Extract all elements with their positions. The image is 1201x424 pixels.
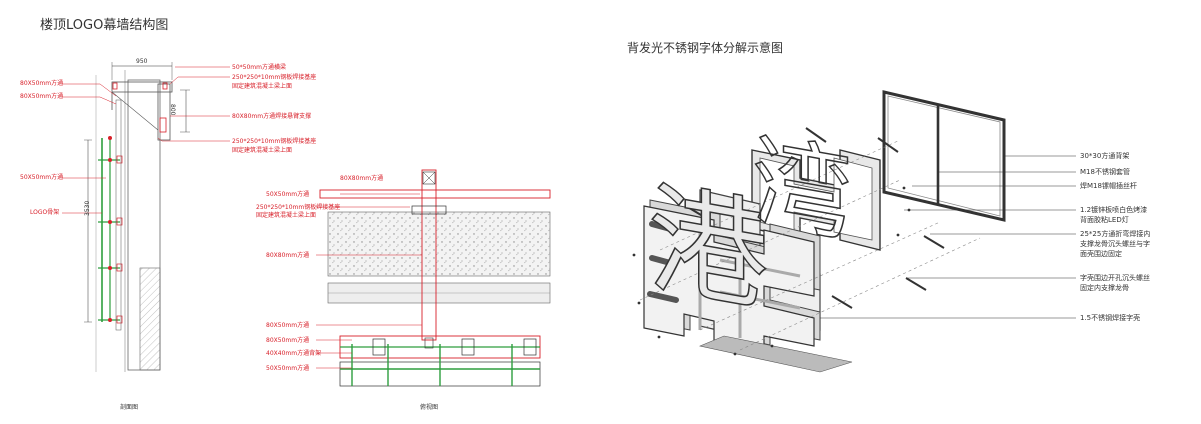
section-label-right-6: 固定建筑混凝土梁上面: [232, 147, 293, 154]
section-label-right-2: 250*250*10mm钢板焊接基座: [232, 74, 317, 81]
section-view: [62, 62, 230, 372]
dim-height-small: 800: [169, 104, 176, 116]
top-label-8: 40X40mm方通背架: [266, 350, 322, 357]
section-caption: 剖面图: [120, 404, 139, 411]
dim-height-total: 3530: [84, 200, 91, 216]
top-view: [316, 169, 551, 387]
section-label-right-5: 250*250*10mm钢板焊接基座: [232, 138, 317, 145]
exploded-label-3: 焊M18镙帽插丝杆: [1080, 182, 1137, 190]
section-label-left-3: 50X50mm方通: [20, 174, 64, 181]
section-label-right-4: 80X80mm方通焊接悬臂支撑: [232, 113, 312, 120]
top-label-1: 80X80mm方通: [340, 175, 384, 182]
top-label-9: 50X50mm方通: [266, 365, 310, 372]
exploded-label-6: 25*25方通折弯焊接内: [1080, 230, 1151, 238]
exploded-label-7: 支撑龙骨沉头螺丝与字: [1080, 240, 1150, 248]
section-title: 楼顶LOGO幕墙结构图: [40, 18, 169, 33]
top-caption: 俯视图: [420, 404, 439, 411]
glyph-gang: 港: [647, 169, 769, 331]
section-label-left-1: 80X50mm方通: [20, 80, 64, 87]
exploded-label-4: 1.2镀锌板喷白色烤漆: [1080, 206, 1148, 214]
section-label-right-3: 固定建筑混凝土梁上面: [232, 83, 293, 90]
exploded-label-5: 背面胶粘LED灯: [1080, 216, 1129, 224]
top-label-3: 250*250*10mm钢板焊接基座: [256, 204, 341, 211]
exploded-view: [632, 90, 1076, 373]
exploded-label-8: 面壳围边固定: [1080, 250, 1122, 258]
top-label-7: 80X50mm方通: [266, 337, 310, 344]
section-label-right-1: 50*50mm方通横梁: [232, 64, 286, 71]
exploded-label-10: 固定内支撑龙骨: [1080, 284, 1129, 292]
top-label-5: 80X80mm方通: [266, 252, 310, 259]
top-label-6: 80X50mm方通: [266, 322, 310, 329]
dim-width: 950: [136, 58, 148, 65]
glyph-wan: 湾: [751, 121, 853, 257]
section-label-left-4: LOGO骨架: [30, 209, 60, 216]
exploded-label-2: M18不锈钢套管: [1080, 168, 1130, 176]
top-label-4: 固定建筑混凝土梁上面: [256, 212, 317, 219]
exploded-label-1: 30*30方通背架: [1080, 152, 1130, 160]
exploded-label-9: 字壳围边开孔沉头螺丝: [1080, 274, 1150, 282]
exploded-title: 背发光不锈钢字体分解示意图: [627, 41, 784, 55]
exploded-label-11: 1.5不锈钢焊接字壳: [1080, 314, 1141, 322]
top-label-2: 50X50mm方通: [266, 191, 310, 198]
section-label-left-2: 80X50mm方通: [20, 93, 64, 100]
